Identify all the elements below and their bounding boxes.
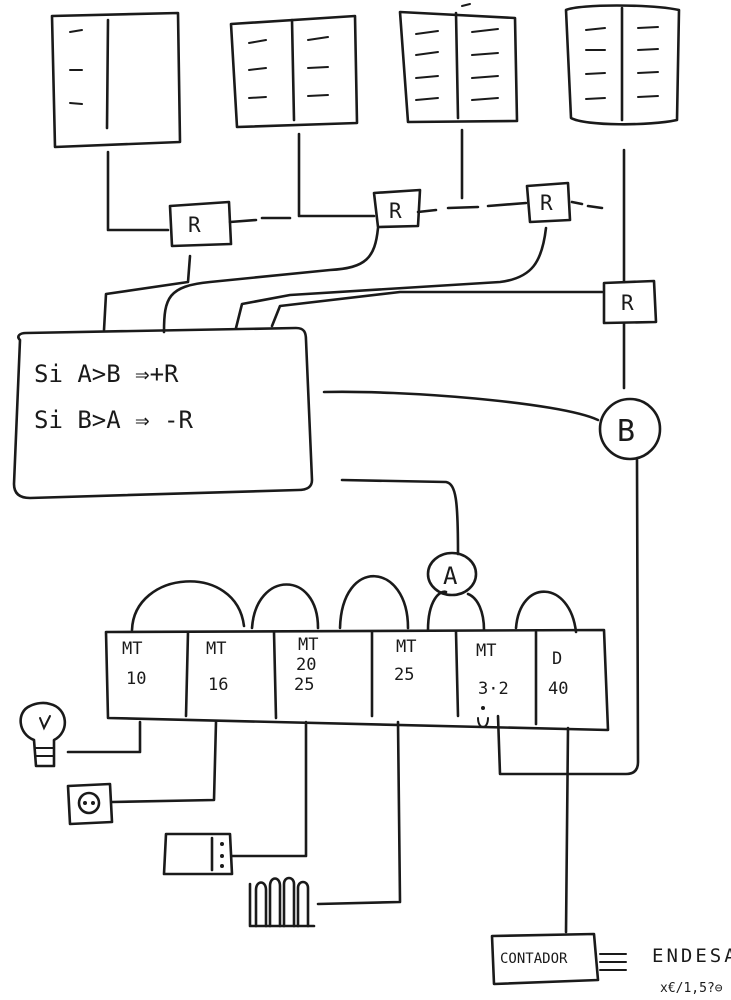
logic-rule-1: Si A>B ⇒+R [34,360,179,388]
utility-name: ENDESA [652,945,731,967]
svg-text:20: 20 [296,655,316,675]
svg-text:10: 10 [126,669,146,689]
meter-b: B [598,397,662,461]
breaker-mt-25: MT 25 [394,637,416,685]
svg-text:3·2: 3·2 [478,679,509,699]
solar-panel-2 [229,14,359,129]
breaker-mt-20-25: MT 20 25 [294,635,318,695]
relay-1: R [168,200,233,248]
svg-text:25: 25 [394,665,414,685]
breaker-mt-10: MT 10 [122,639,146,689]
svg-text:MT: MT [396,637,416,657]
breaker-mt-16: MT 16 [206,639,228,695]
svg-text:MT: MT [122,639,142,659]
solar-panel-4 [564,4,681,126]
utility-note: x€/1,5?⊖ [660,981,723,996]
svg-text:25: 25 [294,675,314,695]
solar-panel-1 [50,11,182,149]
meter-a-label: A [443,562,458,590]
svg-text:MT: MT [476,641,496,661]
contador-box: CONTADOR [490,932,600,986]
socket-icon [66,782,114,826]
contador-label: CONTADOR [500,951,568,967]
switch-box-icon [162,832,234,876]
breaker-board: MT 10 MT 16 MT 20 25 MT 25 MT 3·2 D 40 [104,628,610,732]
breaker-mt-3-2: MT 3·2 [476,641,509,728]
svg-text:40: 40 [548,679,568,699]
relay-4-label: R [621,291,634,315]
bulb-icon [19,701,67,768]
meter-a: A [426,551,478,597]
breaker-d-40: D 40 [548,649,568,699]
logic-rule-2: Si B>A ⇒ -R [34,406,193,434]
logic-controller: Si A>B ⇒+R Si B>A ⇒ -R [12,326,314,500]
radiator-icon [248,876,316,928]
svg-text:16: 16 [208,675,228,695]
svg-text:D: D [552,649,562,669]
svg-text:MT: MT [206,639,226,659]
relay-3-label: R [540,191,553,215]
svg-text:MT: MT [298,635,318,655]
solar-panel-3 [398,3,519,124]
relay-3: R [525,181,572,224]
meter-b-label: B [617,414,635,449]
relay-4: R [602,279,658,325]
relay-1-label: R [188,213,201,237]
relay-2: R [372,188,422,229]
relay-2-label: R [389,199,402,223]
